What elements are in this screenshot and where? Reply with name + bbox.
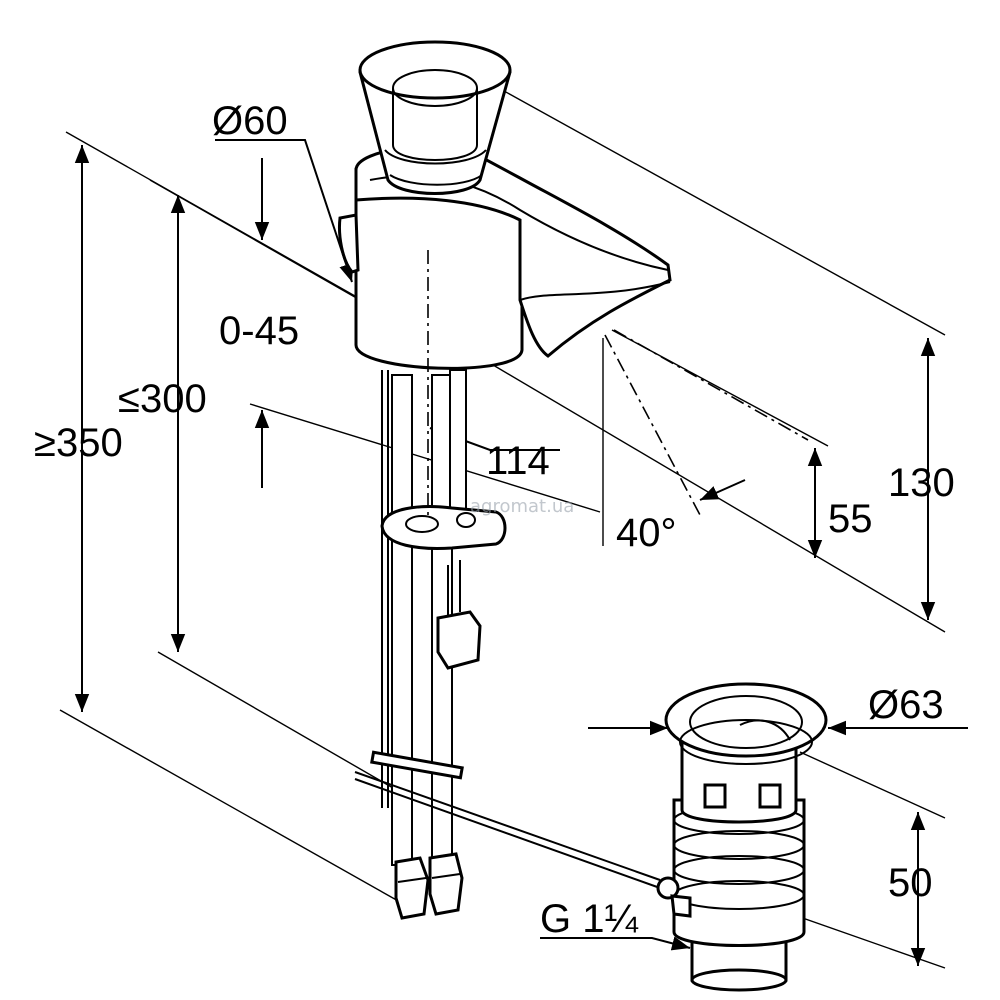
dimension-lines: [74, 139, 968, 966]
watermark: agromat.ua: [470, 496, 574, 517]
faucet-body: [338, 144, 672, 520]
label-130: 130: [888, 461, 955, 505]
label-thread-g: G 1¼: [540, 897, 638, 941]
label-min-350: ≥350: [34, 421, 123, 465]
label-50: 50: [888, 861, 933, 905]
push-button: [358, 40, 512, 195]
supply-hoses: [354, 369, 661, 920]
pop-up-waste: [656, 682, 828, 992]
label-114: 114: [486, 439, 550, 483]
label-angle-40: 40°: [616, 511, 677, 555]
label-0-45: 0-45: [219, 309, 299, 353]
label-55: 55: [828, 497, 873, 541]
label-dia-63: Ø63: [868, 683, 944, 727]
label-dia-60: Ø60: [212, 99, 288, 143]
label-max-300: ≤300: [118, 377, 207, 421]
dimension-text: Ø60 0-45 ≤300 ≥350 114 40° 55 130 Ø63 50…: [34, 99, 955, 941]
